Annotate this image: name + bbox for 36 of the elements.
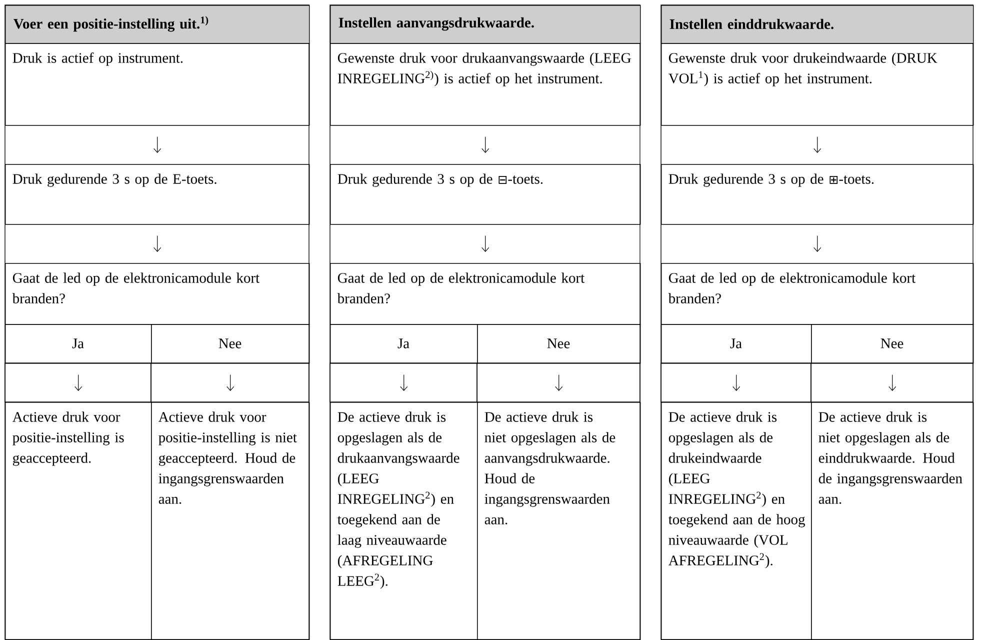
table-cell: Actieve druk voor positie-instelling is niet geaccepteerd. Houd de ingangsgrenswaarden aan. — [151, 402, 310, 640]
header-cell: Instellen aanvangsdrukwaarde. — [330, 5, 641, 44]
table-cell: Ja — [5, 324, 152, 364]
arrow — [888, 374, 896, 391]
arrow — [732, 374, 740, 391]
table-cell: Nee — [811, 324, 974, 364]
table-cell: Druk gedurende 3 s op de ⊟-toets. — [330, 164, 641, 225]
table-cell: Druk is actief op instrument. — [5, 43, 310, 126]
table-cell: Druk gedurende 3 s op de E-toets. — [5, 164, 310, 225]
table-cell: Gaat de led op de elektronicamodule kort branden? — [330, 263, 641, 325]
arrow — [154, 136, 162, 153]
arrow — [400, 374, 408, 391]
arrow — [482, 235, 490, 252]
arrow — [226, 374, 234, 391]
arrow — [814, 235, 822, 252]
arrow — [154, 235, 162, 252]
header-cell: Instellen einddrukwaarde. — [661, 5, 974, 44]
table-cell: De actieve druk is niet opgeslagen als de einddrukwaarde. Houd de ingangsgrenswaarden aan. — [811, 402, 974, 640]
arrow — [482, 136, 490, 153]
table-cell: Ja — [330, 324, 478, 364]
table-cell: Gaat de led op de elektronicamodule kort branden? — [661, 263, 974, 325]
table-cell: De actieve druk is opgeslagen als de drukeindwaarde (LEEG INREGELING$^{2}$) en toegekend aan de hoog niveauwaarde (VOL AFREGELING$^{2}$). — [661, 402, 812, 640]
table-cell: De actieve druk is opgeslagen als de drukaanvangswaarde (LEEG INREGELING$^{2}$) en toegekend aan de laag niveauwaarde (AFREGELING LEEG$^{2}$). — [330, 402, 478, 640]
table-cell: Gewenste druk voor drukaanvangswaarde (LEEG INREGELING$^{2)}$) is actief op het instrument. — [330, 43, 641, 126]
table-cell: Gaat de led op de elektronicamodule kort branden? — [5, 263, 310, 325]
table-cell: Ja — [661, 324, 812, 364]
table-cell: Gewenste druk voor drukeindwaarde (DRUK VOL$^{1}$) is actief op het instrument. — [661, 43, 974, 126]
arrow — [555, 374, 563, 391]
table-cell: Actieve druk voor positie-instelling is geaccepteerd. — [5, 402, 152, 640]
arrow — [74, 374, 82, 391]
table-cell: Nee — [151, 324, 310, 364]
arrow — [814, 136, 822, 153]
table-cell: De actieve druk is niet opgeslagen als de aanvangsdrukwaarde. Houd de ingangsgrenswaarden aan. — [477, 402, 641, 640]
table-cell: Nee — [477, 324, 641, 364]
header-cell: Voer een positie-instelling uit.$^{1)}$ — [5, 5, 310, 44]
table-cell: Druk gedurende 3 s op de ⊞-toets. — [661, 164, 974, 225]
